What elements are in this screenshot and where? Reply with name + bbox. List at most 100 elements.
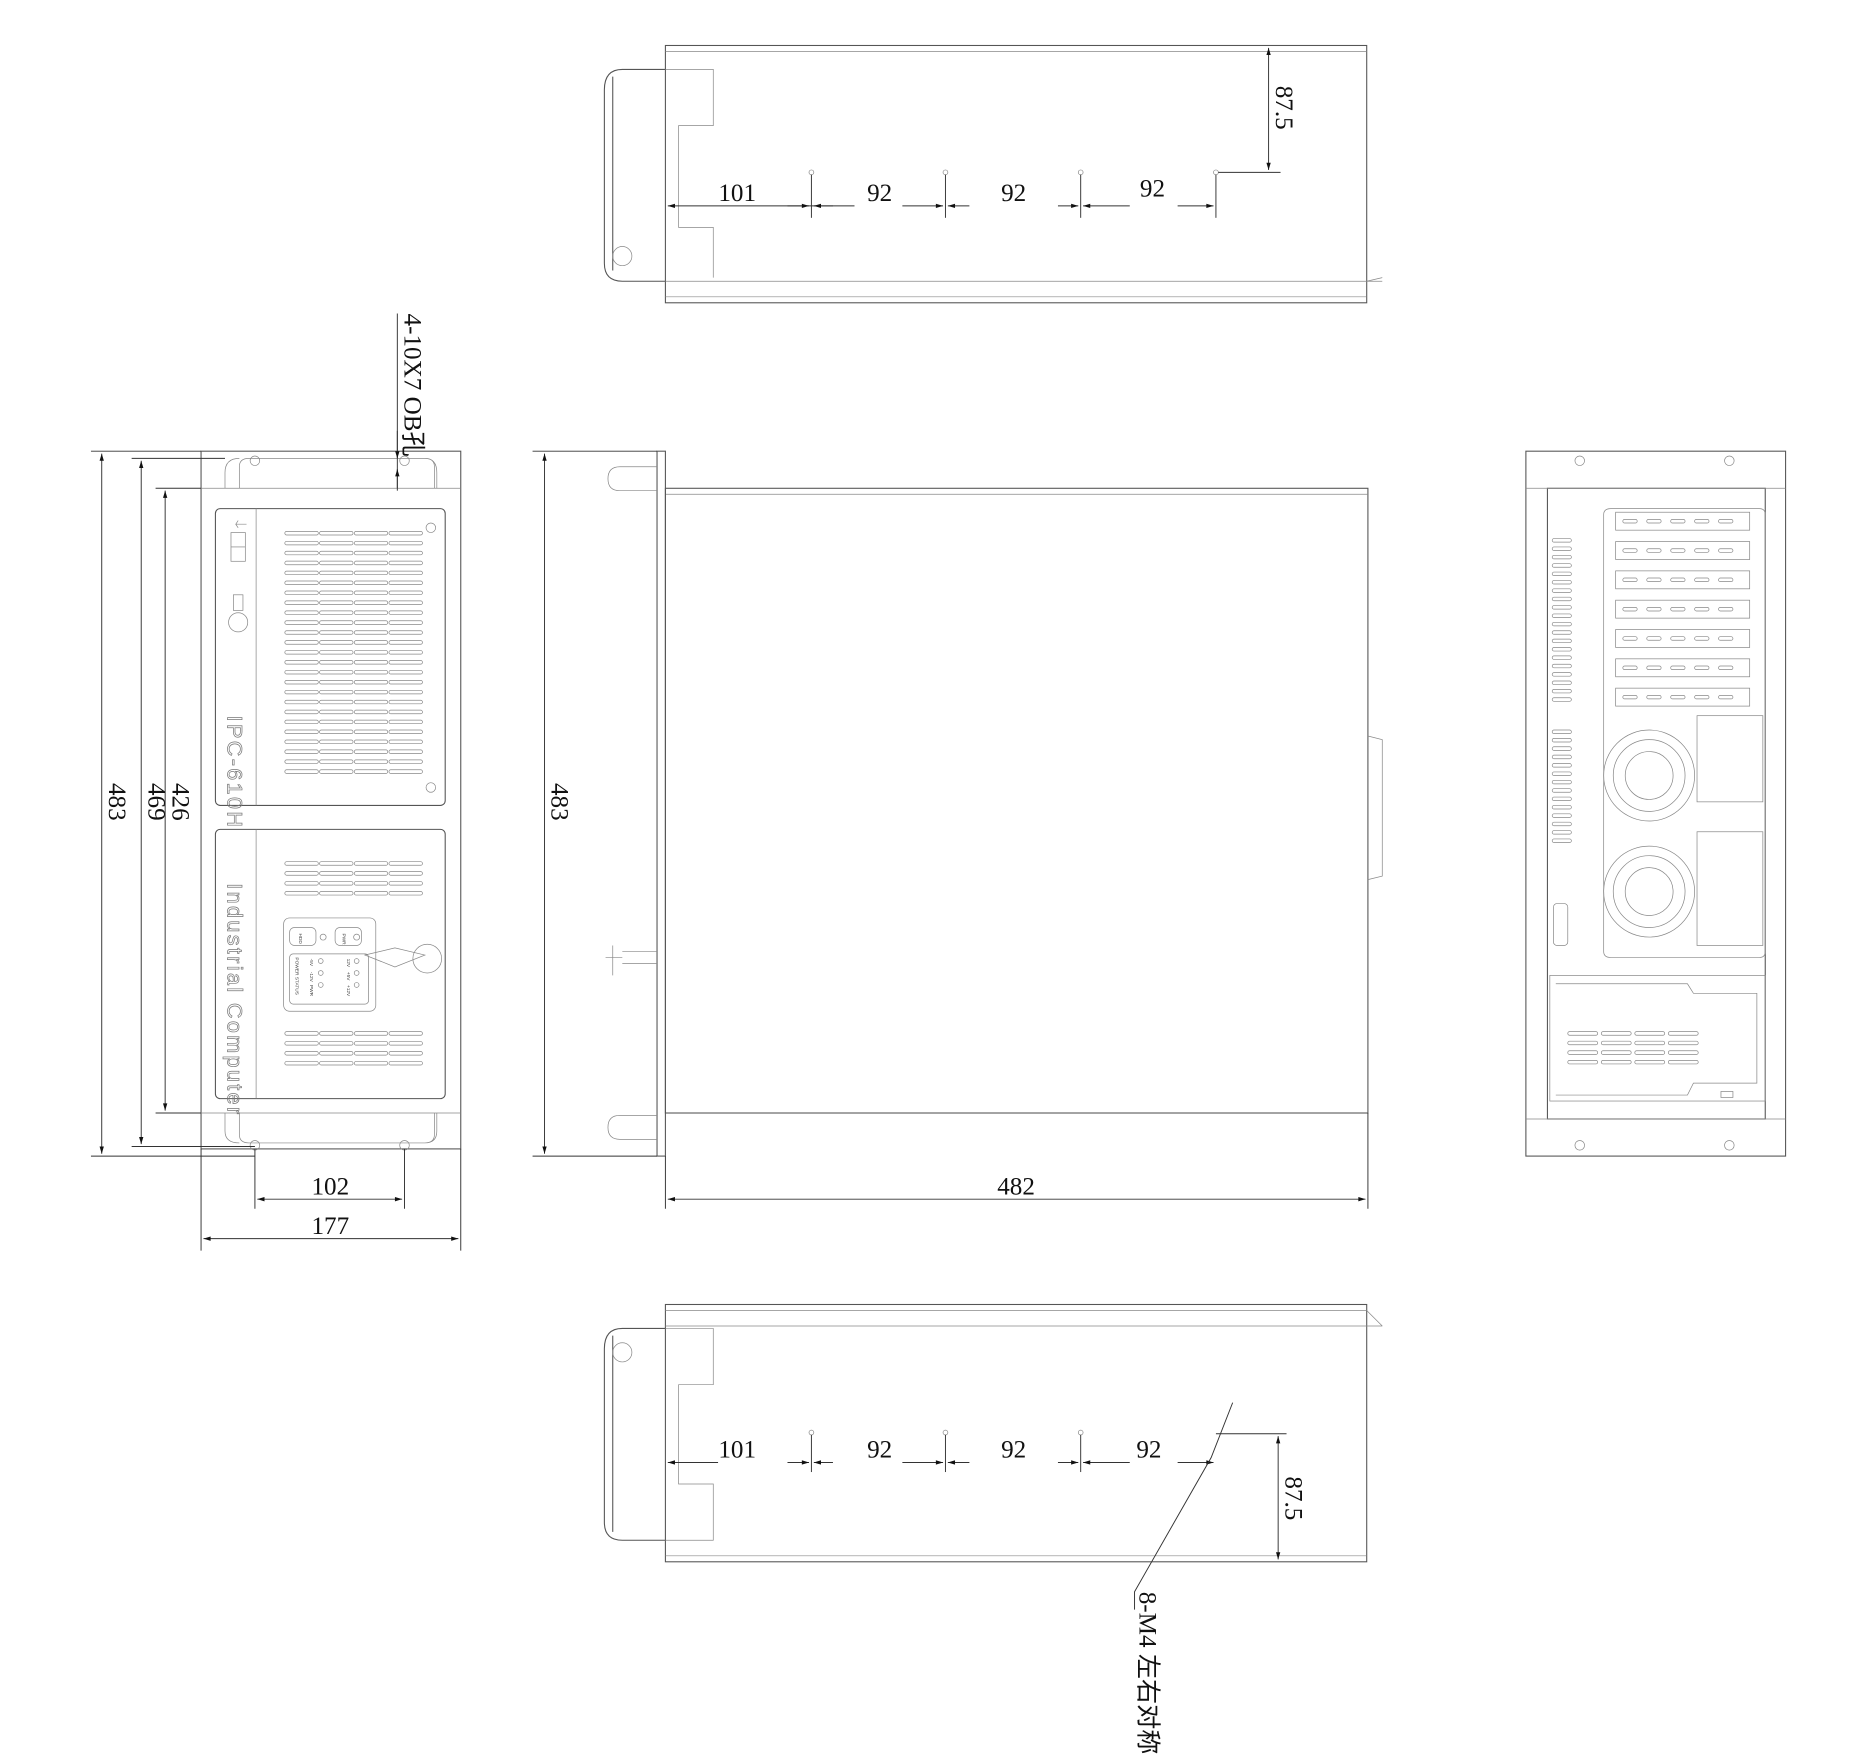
vent-slot	[284, 729, 319, 734]
io-slot	[1551, 638, 1572, 644]
power-button[interactable]	[334, 927, 362, 946]
vent-slot	[1567, 1059, 1599, 1065]
vent-slot	[353, 650, 389, 655]
handle	[607, 466, 658, 492]
vent-slot	[319, 640, 354, 645]
io-slot	[1551, 754, 1572, 760]
vent-slot	[319, 709, 354, 715]
vent-slot	[353, 861, 389, 866]
slot-hole	[1622, 548, 1638, 553]
slot-hole	[1646, 636, 1662, 641]
vent-slot	[353, 759, 389, 764]
hdd-indicator	[289, 927, 317, 946]
usb-port-icon	[233, 594, 244, 611]
slot-hole	[1622, 665, 1638, 670]
io-slot	[1551, 746, 1572, 751]
dim-bottom-92a: 92	[867, 1437, 892, 1464]
vent-slot	[353, 580, 389, 585]
svg-text:+5V: +5V	[345, 972, 351, 981]
io-slot	[1551, 763, 1572, 768]
vent-slot	[319, 699, 354, 705]
io-slot	[1551, 771, 1572, 776]
io-slot	[1551, 588, 1572, 593]
vent-slot	[388, 550, 423, 556]
vent-slot	[284, 580, 319, 585]
vent-slot	[319, 630, 354, 635]
vent-slot	[1634, 1040, 1666, 1046]
expansion-slot	[1615, 570, 1751, 590]
vent-slot	[1667, 1040, 1699, 1046]
io-slot	[1551, 830, 1572, 835]
vent-slot	[1634, 1050, 1666, 1055]
vent-slot	[388, 620, 423, 625]
slot-hole	[1646, 577, 1662, 582]
vent-slot	[388, 600, 423, 605]
vent-slot	[388, 891, 423, 896]
vent-slot	[353, 550, 389, 556]
vent-slot	[388, 699, 423, 705]
vent-slot	[388, 1051, 423, 1056]
expansion-slot	[1615, 687, 1751, 707]
io-slot	[1551, 580, 1572, 585]
io-slot	[1551, 738, 1572, 743]
io-slot	[1551, 605, 1572, 610]
vent-slot	[1567, 1031, 1599, 1036]
vent-slot	[353, 769, 389, 774]
vent-slot	[353, 719, 389, 725]
vent-slot	[284, 560, 319, 566]
io-slot	[1551, 688, 1572, 694]
top-handle	[224, 458, 438, 489]
vent-slot	[284, 620, 319, 625]
io-slot	[1551, 613, 1572, 618]
vent-slot	[284, 640, 319, 645]
io-slot	[1551, 729, 1572, 734]
handle	[603, 1327, 666, 1541]
vent-slot	[353, 590, 389, 595]
slot-hole	[1622, 577, 1638, 582]
vent-slot	[284, 769, 319, 774]
slot-hole	[1646, 694, 1662, 700]
vent-slot	[1634, 1059, 1666, 1065]
vent-slot	[284, 630, 319, 635]
vent-slot	[388, 630, 423, 635]
vent-slot	[319, 769, 354, 774]
vent-slot	[388, 719, 423, 725]
vent-slot	[388, 1041, 423, 1046]
vent-slot	[388, 670, 423, 675]
vent-slot	[319, 1041, 354, 1046]
dim-bottom-92c: 92	[1136, 1437, 1161, 1464]
vent-slot	[319, 660, 354, 665]
vent-slot	[319, 550, 354, 556]
vent-slot	[1567, 1050, 1599, 1055]
key-icon	[605, 945, 658, 976]
vent-slot	[1600, 1040, 1632, 1046]
dim-top-101: 101	[718, 180, 756, 207]
vent-slot	[284, 540, 319, 546]
slot-hole	[1670, 519, 1686, 524]
svg-text:12V: 12V	[345, 959, 351, 968]
vent-slot	[284, 600, 319, 605]
vent-slot	[1634, 1031, 1666, 1036]
vent-slot	[353, 560, 389, 566]
slot-hole	[1718, 519, 1734, 524]
vent-slot	[353, 1061, 389, 1066]
vent-slot	[353, 1041, 389, 1046]
vent-slot	[319, 610, 354, 615]
slot-hole	[1718, 665, 1734, 670]
vent-slot	[388, 680, 423, 685]
svg-text:+12V: +12V	[345, 985, 351, 997]
dim-top-87-5: 87.5	[1270, 86, 1297, 130]
power-status-title: POWER STATUS	[294, 957, 300, 994]
io-slot	[1551, 563, 1572, 568]
slot-hole	[1646, 548, 1662, 553]
vent-slot	[319, 570, 354, 576]
vent-slot	[388, 1031, 423, 1036]
io-slot	[1551, 655, 1572, 660]
key-lock-icon[interactable]	[412, 943, 442, 974]
vent-slot	[353, 709, 389, 715]
io-slot	[1551, 805, 1572, 810]
brand-label: Industrial Computer	[222, 883, 246, 1116]
vent-slot	[319, 739, 354, 744]
expansion-slot	[1615, 541, 1751, 560]
